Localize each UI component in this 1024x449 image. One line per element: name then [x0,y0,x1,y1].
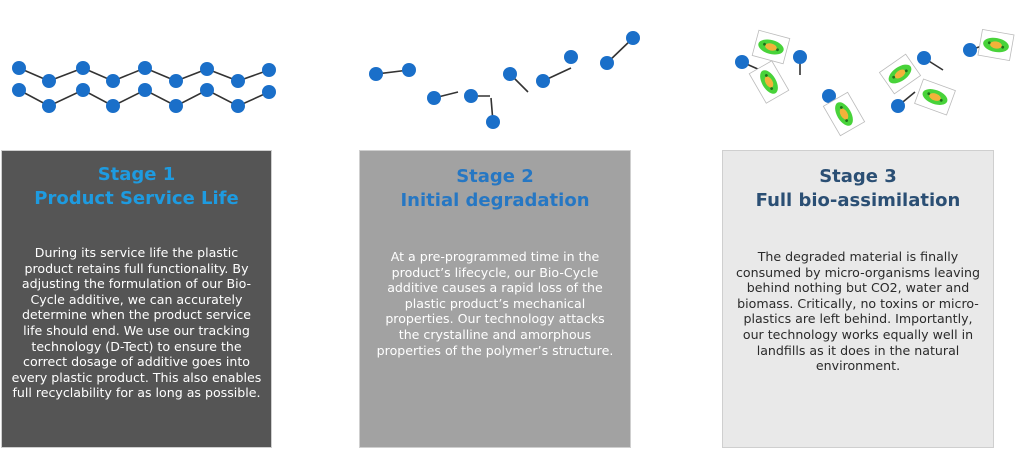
stage-2-description: At a pre-programmed time in the product’… [376,249,614,358]
stage-1-card: Stage 1 Product Service Life During its … [1,150,272,448]
stage-3-title-line1: Stage 3 [819,166,897,187]
stage-2-title-line1: Stage 2 [456,166,534,187]
stage-1-title-line1: Stage 1 [97,164,176,185]
microbes-consuming-icon [735,28,1015,137]
stage-1-title-line2: Product Service Life [34,188,239,209]
stage-1-description: During its service life the plastic prod… [11,245,262,401]
stage-3-description: The degraded material is finally consume… [735,249,981,374]
stage-2-title: Stage 2 Initial degradation [400,165,589,213]
fragmented-polymer-icon [369,31,640,129]
stage-3-title-line2: Full bio-assimilation [755,190,961,211]
stage-2-title-line2: Initial degradation [400,190,590,211]
stage-3-card: Stage 3 Full bio-assimilation The degrad… [722,150,994,448]
stage-2-card: Stage 2 Initial degradation At a pre-pro… [359,150,631,448]
stage-1-title: Stage 1 Product Service Life [34,163,238,211]
stage-illustrations [12,28,1015,137]
stage-3-title: Stage 3 Full bio-assimilation [756,165,961,213]
polymer-chain-icon [12,61,276,113]
